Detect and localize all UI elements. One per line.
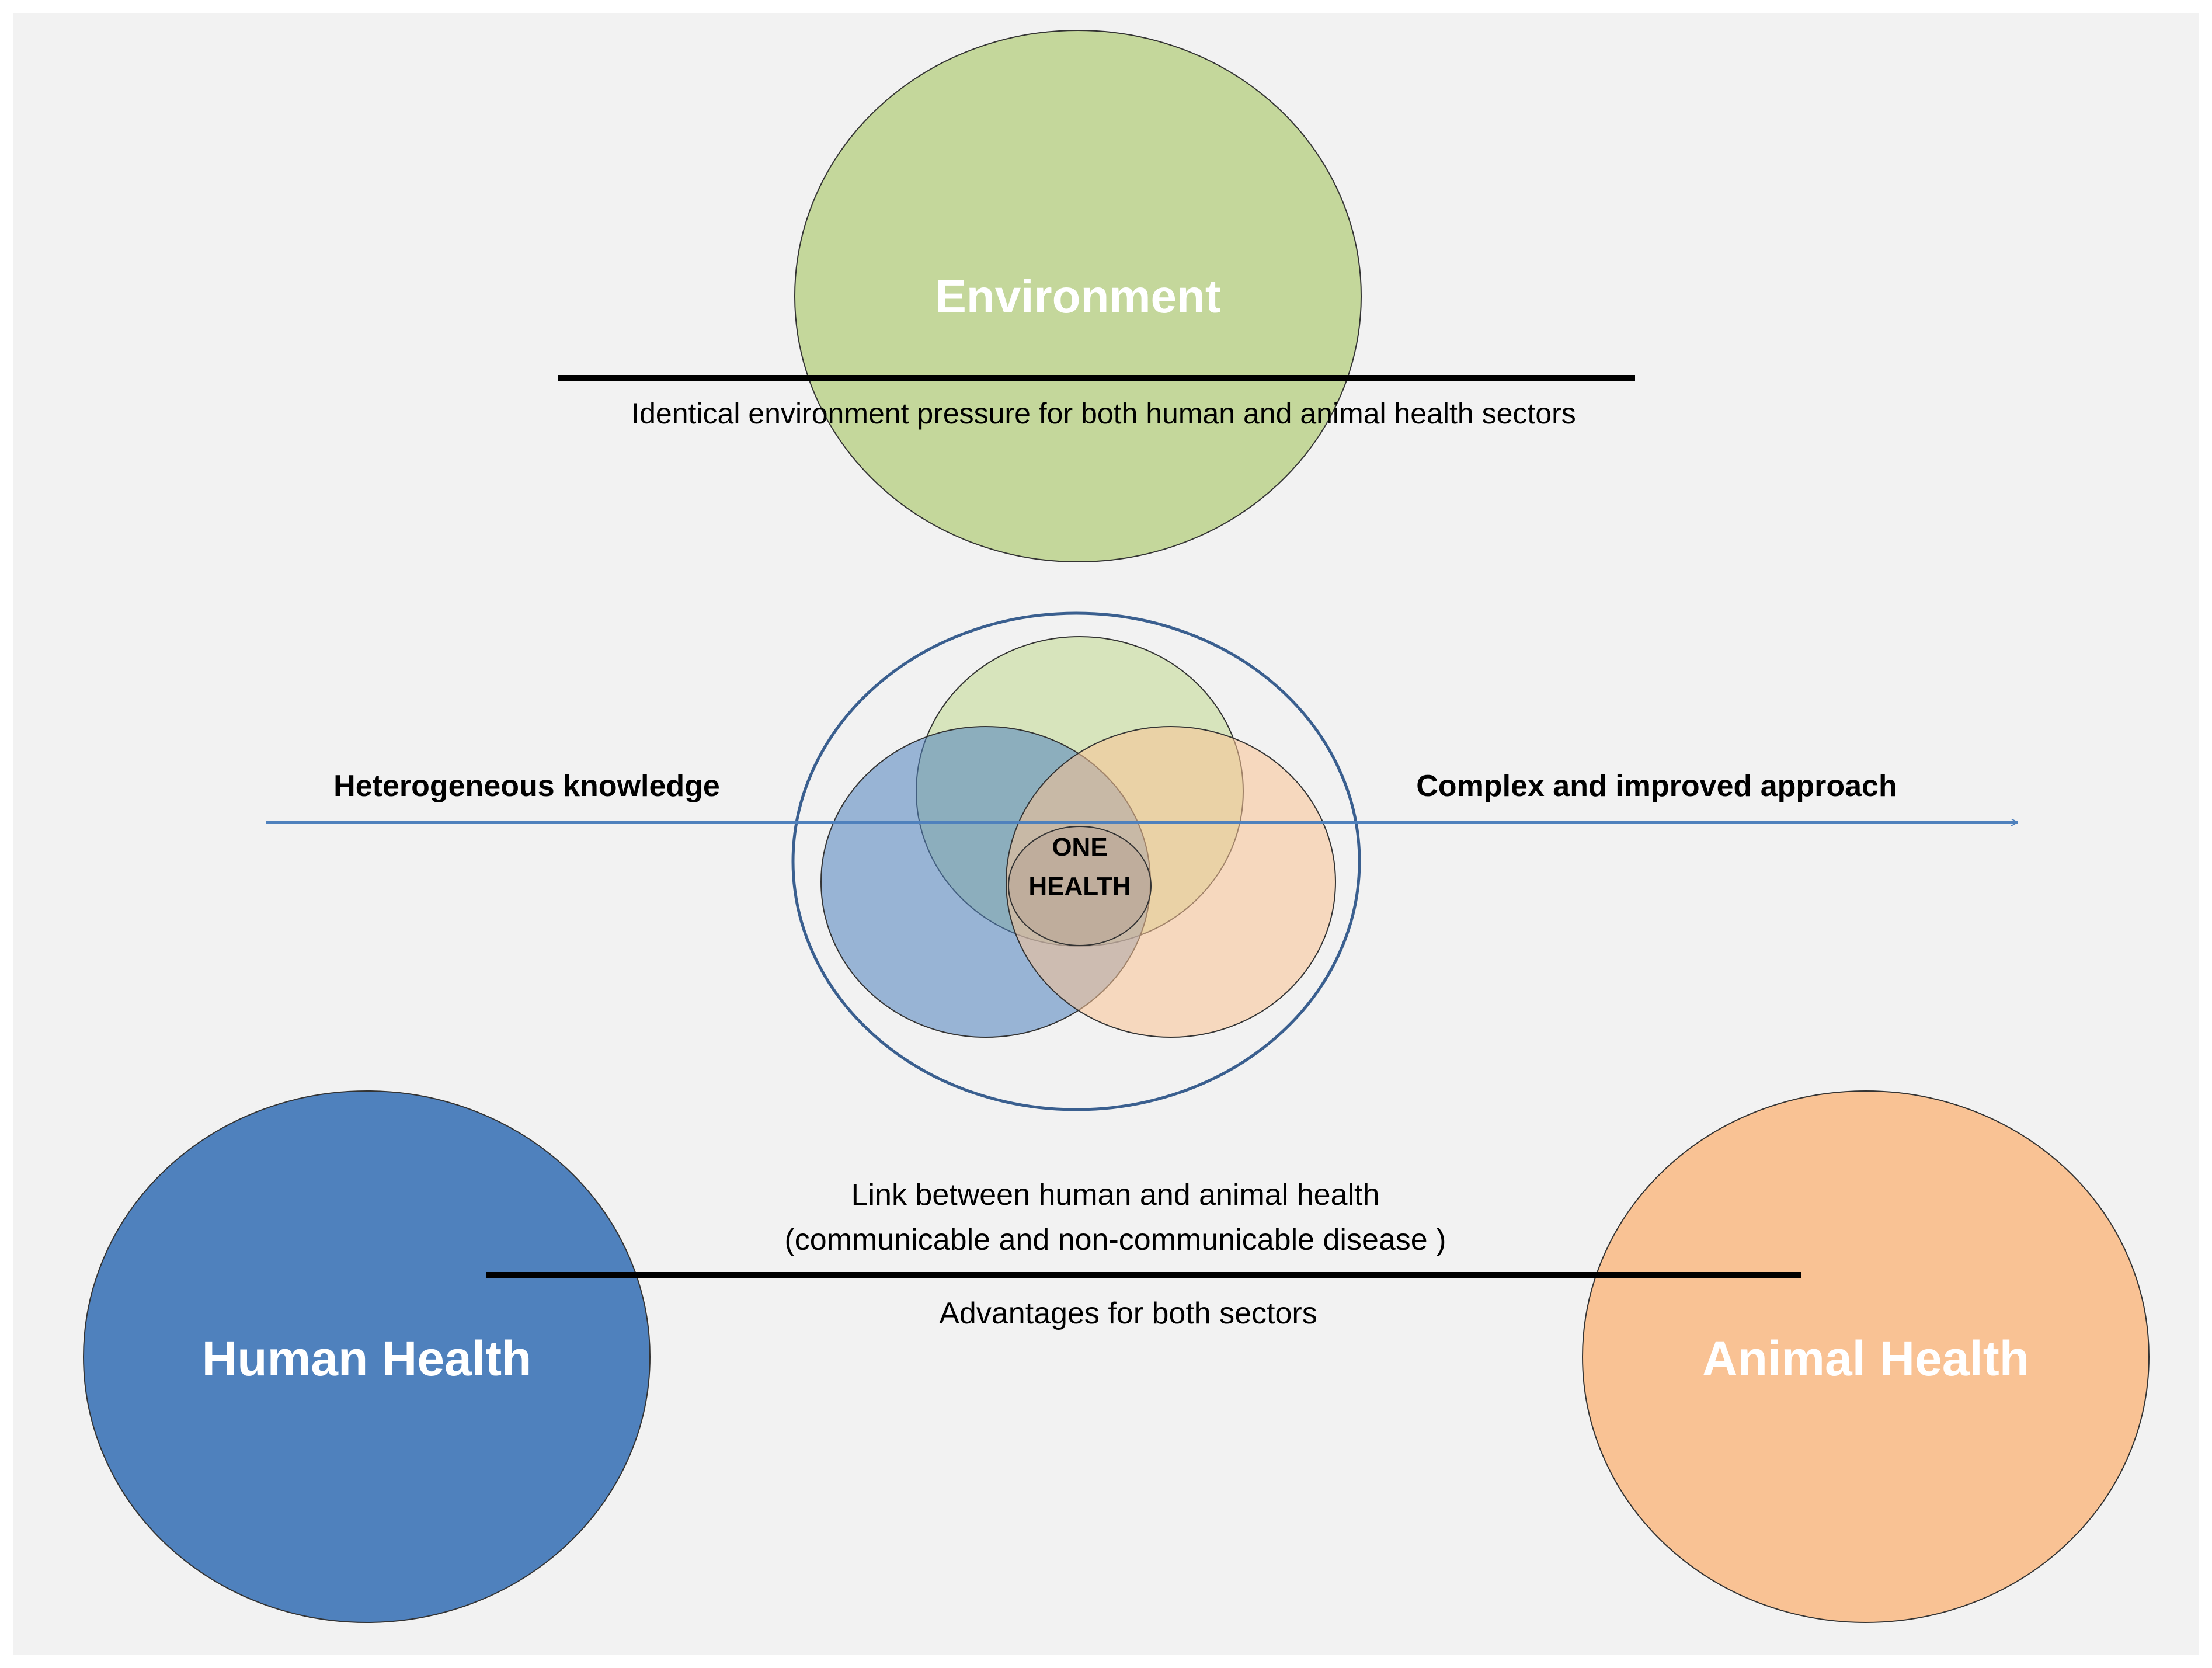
animal-health-circle <box>1582 1090 2150 1623</box>
complex-approach-label: Complex and improved approach <box>1416 769 1897 803</box>
human-health-label: Human Health <box>202 1331 532 1386</box>
one-health-ring <box>791 611 1361 1111</box>
heterogeneous-knowledge-label: Heterogeneous knowledge <box>333 769 720 803</box>
animal-health-label: Animal Health <box>1702 1331 2029 1386</box>
link-caption-line1: Link between human and animal health <box>851 1178 1380 1212</box>
venn-animal-circle <box>1006 726 1336 1038</box>
environment-pressure-caption: Identical environment pressure for both … <box>631 397 1576 430</box>
link-caption-line2: (communicable and non-communicable disea… <box>784 1223 1446 1257</box>
environment-circle <box>794 30 1362 562</box>
environment-label: Environment <box>935 270 1221 322</box>
one-health-label-line1: ONE <box>1052 833 1107 861</box>
advantages-caption: Advantages for both sectors <box>939 1297 1317 1330</box>
human-health-circle <box>83 1090 651 1623</box>
one-health-label-line2: HEALTH <box>1028 872 1131 901</box>
venn-center-circle <box>1008 826 1152 946</box>
